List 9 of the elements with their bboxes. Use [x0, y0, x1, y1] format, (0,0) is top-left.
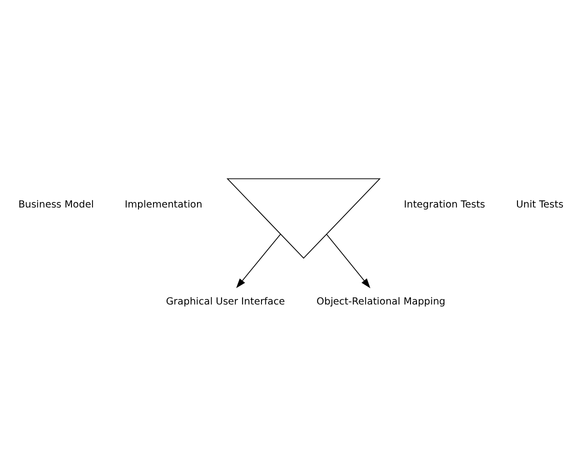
- label: Integration Tests: [404, 199, 486, 210]
- label: Unit Tests: [516, 199, 564, 210]
- arrow: [326, 233, 370, 288]
- label: Implementation: [124, 199, 202, 210]
- node-text: Object-Relational Mapping: [316, 296, 446, 308]
- arrow: [236, 233, 281, 288]
- node-text: Graphical User Interface: [166, 296, 285, 308]
- node-triangle: [226, 178, 381, 258]
- label: Business Model: [18, 199, 94, 210]
